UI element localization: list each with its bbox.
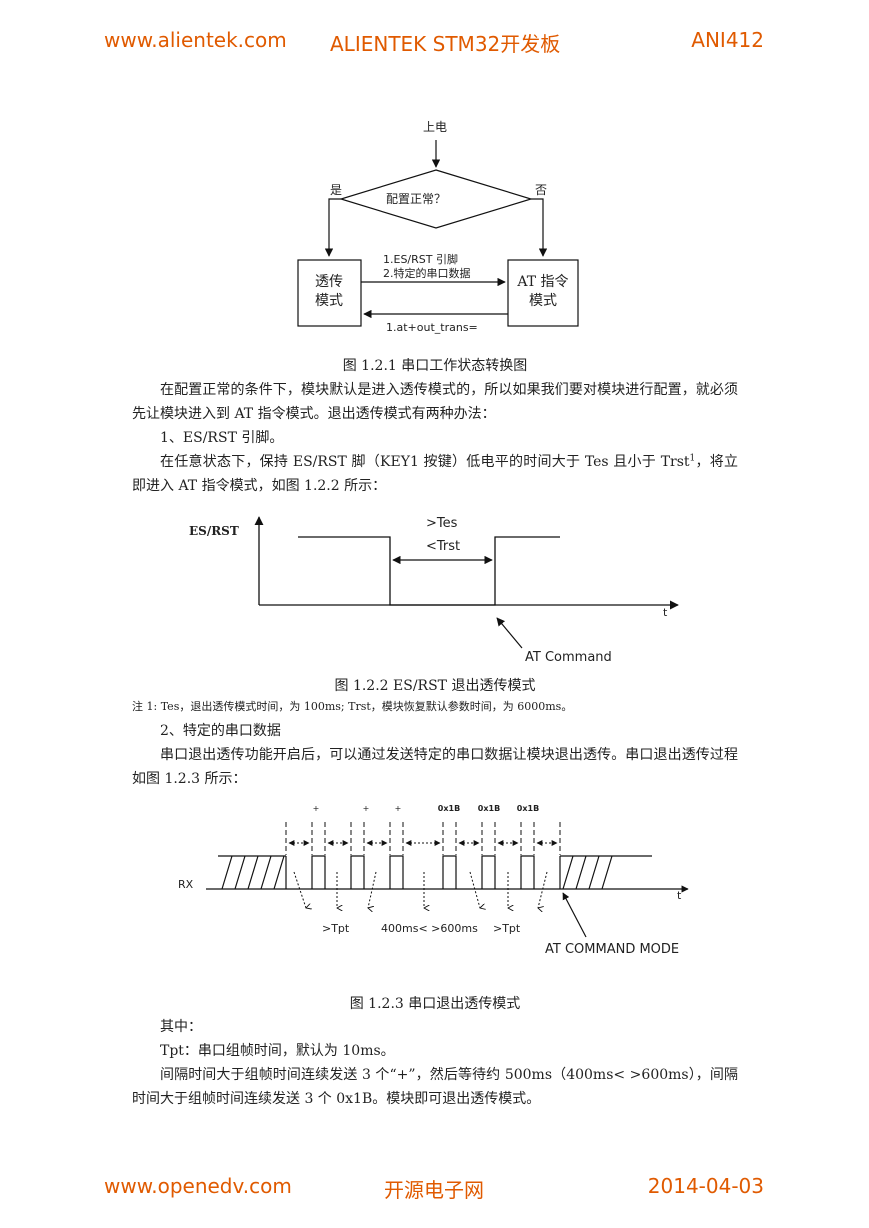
es-rst-signal-label: ES/RST bbox=[189, 524, 239, 538]
method-1-heading: 1、ES/RST 引脚。 bbox=[160, 430, 284, 446]
page-header: www.alientek.com ALIENTEK STM32开发板 ANI41… bbox=[0, 28, 869, 58]
figure-2-caption: 图 1.2.2 ES/RST 退出透传模式 bbox=[334, 678, 536, 694]
flow-start-label: 上电 bbox=[423, 120, 447, 134]
rx-time-axis-label: t bbox=[677, 889, 682, 902]
footer-date: 2014-04-03 bbox=[647, 1174, 764, 1198]
decision-diamond bbox=[338, 169, 534, 229]
figure-1-caption: 图 1.2.1 串口工作状态转换图 bbox=[342, 358, 528, 374]
wait-window-label: 400ms< >600ms bbox=[381, 922, 478, 935]
footnote-marker: 1 bbox=[689, 453, 696, 464]
es-rst-waveform bbox=[298, 536, 560, 606]
header-doc-id: ANI412 bbox=[691, 28, 764, 52]
plus-label-3: + bbox=[395, 804, 402, 813]
at-mode-line-1: AT 指令 bbox=[516, 274, 568, 290]
plus-label-1: + bbox=[313, 804, 320, 813]
footnote: 注 1: Tes，退出透传模式时间，为 100ms; Trst，模块恢复默认参数… bbox=[132, 700, 573, 713]
passthrough-mode-box bbox=[297, 259, 362, 327]
paragraph-default-mode: 在配置正常的条件下，模块默认是进入透传模式的，所以如果我们要对模块进行配置，就必… bbox=[132, 382, 738, 422]
no-label: 否 bbox=[535, 183, 547, 197]
where-heading: 其中： bbox=[160, 1019, 202, 1035]
state-flowchart: 上电 配置正常？ 是 否 透传 模式 AT 指令 模式 1.ES/RST 引脚 … bbox=[297, 120, 579, 334]
tpt-label-1: >Tpt bbox=[322, 922, 350, 935]
footer-website: www.openedv.com bbox=[104, 1174, 292, 1198]
at-mode-line-2: 模式 bbox=[529, 293, 557, 309]
page-footer: www.openedv.com 开源电子网 2014-04-03 bbox=[0, 1174, 869, 1204]
gt-tes-label: >Tes bbox=[426, 516, 458, 531]
esc-label-2: 0x1B bbox=[478, 804, 500, 813]
footer-site-name: 开源电子网 bbox=[384, 1178, 484, 1202]
at-command-pointer-label: AT Command bbox=[525, 650, 612, 665]
paragraph-es-rst: 在任意状态下，保持 ES/RST 脚（KEY1 按键）低电平的时间大于 Tes … bbox=[132, 450, 738, 498]
forward-label-2: 2.特定的串口数据 bbox=[383, 266, 471, 280]
es-rst-timing-diagram: ES/RST t >Tes <Trst AT Command bbox=[189, 516, 679, 665]
forward-label-1: 1.ES/RST 引脚 bbox=[383, 252, 458, 266]
at-mode-box bbox=[507, 259, 579, 327]
yes-label: 是 bbox=[330, 183, 342, 197]
passthrough-line-2: 模式 bbox=[315, 293, 343, 309]
exit-procedure-paragraph: 间隔时间大于组帧时间连续发送 3 个“+”，然后等待约 500ms（400ms<… bbox=[132, 1067, 738, 1107]
at-command-mode-label: AT COMMAND MODE bbox=[545, 942, 679, 957]
lt-trst-label: <Trst bbox=[426, 539, 460, 554]
time-axis-label: t bbox=[663, 606, 668, 619]
method-2-heading: 2、特定的串口数据 bbox=[160, 723, 281, 739]
paragraph-es-rst-tail: ，将立即进入 AT 指令模式，如图 1.2.2 所示： bbox=[132, 454, 739, 494]
backward-label: 1.at+out_trans= bbox=[386, 321, 478, 334]
plus-label-2: + bbox=[363, 804, 370, 813]
passthrough-line-1: 透传 bbox=[315, 274, 343, 290]
esc-label-1: 0x1B bbox=[438, 804, 460, 813]
decision-label: 配置正常？ bbox=[386, 192, 446, 206]
tpt-label-2: >Tpt bbox=[493, 922, 521, 935]
esc-label-3: 0x1B bbox=[517, 804, 539, 813]
rx-signal-label: RX bbox=[178, 878, 194, 891]
tpt-definition: Tpt：串口组帧时间，默认为 10ms。 bbox=[160, 1043, 395, 1059]
figure-3-caption: 图 1.2.3 串口退出透传模式 bbox=[349, 996, 521, 1012]
serial-exit-timing-diagram: + + + 0x1B 0x1B 0x1B RX t bbox=[178, 804, 689, 957]
paragraph-serial-exit: 串口退出透传功能开启后，可以通过发送特定的串口数据让模块退出透传。串口退出透传过… bbox=[132, 747, 738, 787]
header-website: www.alientek.com bbox=[104, 28, 287, 52]
header-title: ALIENTEK STM32开发板 bbox=[330, 32, 561, 56]
paragraph-es-rst-main: 在任意状态下，保持 ES/RST 脚（KEY1 按键）低电平的时间大于 Tes … bbox=[160, 454, 690, 470]
